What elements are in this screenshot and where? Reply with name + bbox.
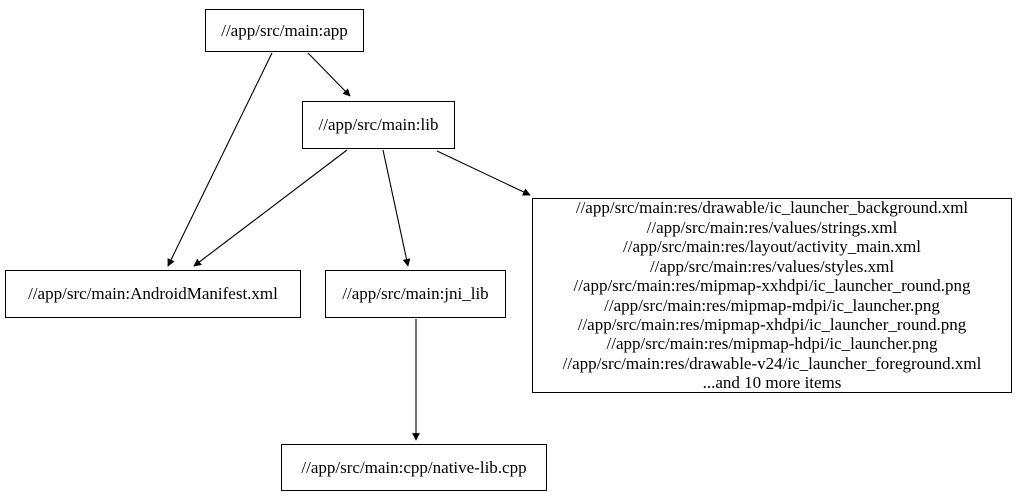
node-android-manifest-label: //app/src/main:AndroidManifest.xml [28, 284, 278, 303]
res-group-line: //app/src/main:res/drawable/ic_launcher_… [575, 198, 969, 218]
edge-lib-to-android-manifest [193, 149, 348, 267]
res-group-line: //app/src/main:res/values/strings.xml [646, 217, 898, 237]
res-group-line: //app/src/main:res/mipmap-mdpi/ic_launch… [604, 295, 940, 315]
res-group-line: //app/src/main:res/drawable-v24/ic_launc… [562, 353, 982, 373]
node-native-lib-cpp: //app/src/main:cpp/native-lib.cpp [281, 444, 547, 491]
node-jni-lib: //app/src/main:jni_lib [325, 270, 506, 318]
node-res-group: //app/src/main:res/drawable/ic_launcher_… [532, 198, 1012, 393]
edge-app-to-lib [307, 52, 351, 97]
res-group-more-items: ...and 10 more items [702, 373, 842, 393]
node-native-lib-cpp-label: //app/src/main:cpp/native-lib.cpp [301, 457, 527, 477]
node-jni-lib-label: //app/src/main:jni_lib [342, 284, 489, 303]
edge-lib-to-jni-lib [382, 149, 411, 267]
res-group-line: //app/src/main:res/mipmap-xhdpi/ic_launc… [577, 314, 967, 334]
edge-lib-to-res-group [436, 150, 531, 196]
node-app-label: //app/src/main:app [221, 20, 348, 40]
res-group-line: //app/src/main:res/mipmap-xxhdpi/ic_laun… [573, 276, 971, 296]
node-app: //app/src/main:app [205, 9, 364, 52]
res-group-line: //app/src/main:res/layout/activity_main.… [623, 237, 921, 257]
res-group-line: //app/src/main:res/mipmap-hdpi/ic_launch… [606, 334, 938, 354]
edge-app-to-android-manifest [167, 52, 273, 267]
node-android-manifest: //app/src/main:AndroidManifest.xml [5, 270, 301, 318]
node-lib: //app/src/main:lib [302, 101, 455, 149]
node-lib-label: //app/src/main:lib [318, 115, 439, 134]
res-group-line: //app/src/main:res/values/styles.xml [649, 256, 895, 276]
